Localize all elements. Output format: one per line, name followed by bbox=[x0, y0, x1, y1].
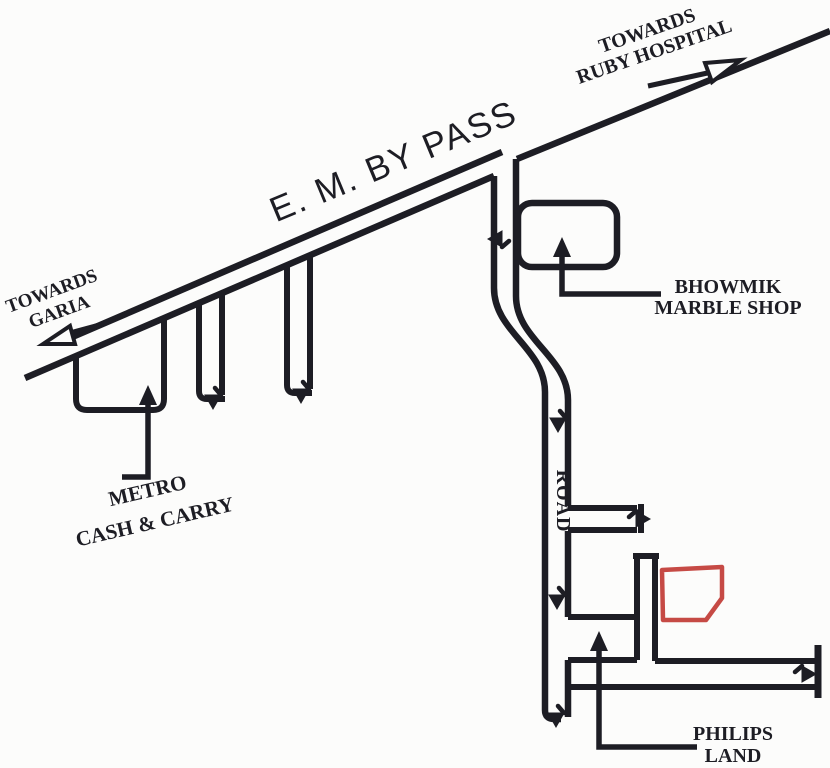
metro-callout-line bbox=[122, 402, 151, 480]
bottom-road-arrow-icon bbox=[795, 666, 816, 682]
road-arrow-upper-icon bbox=[550, 411, 566, 432]
bhowmik-label: BHOWMIK MARBLE SHOP bbox=[654, 276, 801, 319]
east-branch-arrow-icon bbox=[629, 511, 650, 527]
road-arrow-bottom-icon bbox=[548, 706, 564, 727]
metro-arrow-icon bbox=[139, 385, 157, 405]
em-bypass-upper-edge bbox=[68, 149, 504, 341]
philips-arrow-icon bbox=[590, 631, 608, 651]
em-bypass-lower-edge bbox=[23, 173, 496, 381]
bhowmik-arrow-icon bbox=[553, 237, 571, 257]
bhowmik-line1: BHOWMIK bbox=[675, 276, 782, 298]
philips-line1: PHILIPS bbox=[693, 723, 773, 745]
south-road-left-edge bbox=[490, 176, 561, 723]
south-road-right-edge-upper bbox=[512, 159, 572, 506]
side-road-2-arrow-icon bbox=[293, 382, 309, 403]
bhowmik-line2: MARBLE SHOP bbox=[654, 297, 801, 319]
philips-line2: LAND bbox=[705, 745, 762, 767]
road-arrow-mid-icon bbox=[549, 588, 565, 609]
highlighted-plot-outline bbox=[659, 564, 725, 623]
philips-callout-line bbox=[596, 649, 697, 750]
road-label: ROAD bbox=[552, 470, 574, 533]
side-road-1-arrow-icon bbox=[205, 388, 221, 409]
metro-loop-road bbox=[73, 318, 167, 413]
bhowmik-marble-shop-building bbox=[514, 199, 621, 271]
towards-ruby-arrow-icon bbox=[647, 57, 748, 89]
philips-label: PHILIPS LAND bbox=[693, 723, 773, 767]
metro-label: METRO CASH & CARRY bbox=[73, 470, 236, 552]
towards-garia-arrow-icon bbox=[36, 321, 104, 346]
bhowmik-callout-line bbox=[559, 255, 661, 297]
em-bypass-northeast-segment bbox=[515, 27, 830, 163]
